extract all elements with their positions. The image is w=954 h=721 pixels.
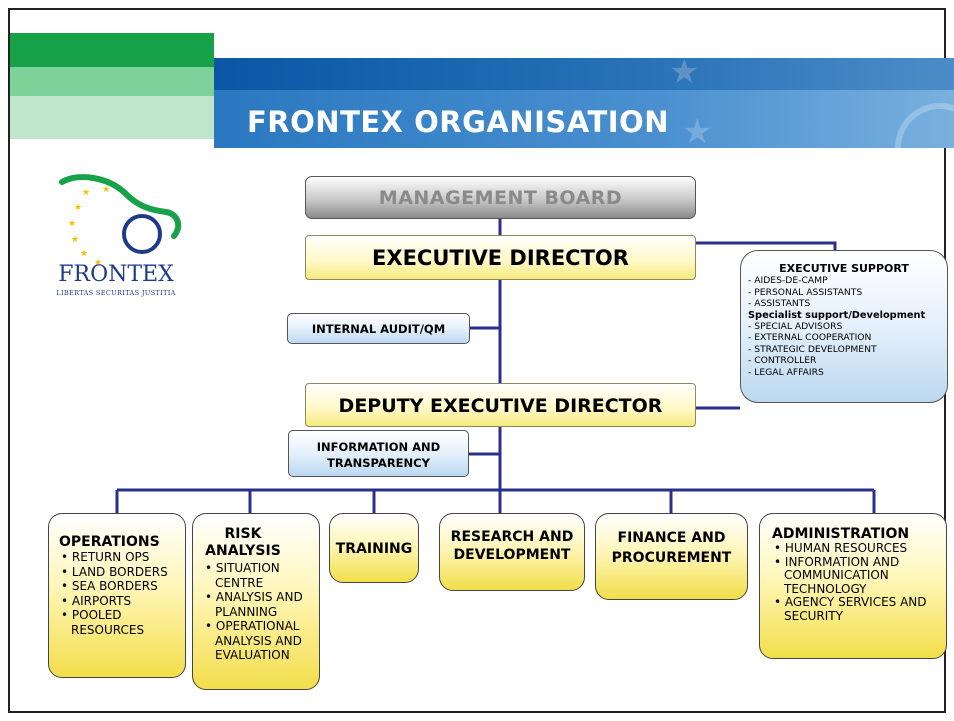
logo-motto: LIBERTAS SECURITAS JUSTITIA <box>56 289 176 297</box>
finance-procurement-unit-box: FINANCE AND PROCUREMENT <box>595 513 748 600</box>
svg-text:★: ★ <box>71 235 79 245</box>
management-board-box: MANAGEMENT BOARD <box>305 176 696 219</box>
support-item: - SPECIAL ADVISORS <box>748 321 843 333</box>
star-icon: ★ <box>682 112 713 152</box>
unit-item: • AIRPORTS <box>61 593 132 608</box>
unit-title: RESEARCH AND DEVELOPMENT <box>450 529 574 563</box>
administration-unit-box: ADMINISTRATION • HUMAN RESOURCES • INFOR… <box>759 513 947 659</box>
logo-wordmark: FRONTEX <box>58 262 174 287</box>
unit-item: • LAND BORDERS <box>61 564 168 579</box>
page-title: FRONTEX ORGANISATION <box>214 90 954 148</box>
unit-item: • RETURN OPS <box>61 550 150 564</box>
unit-item: • HUMAN RESOURCES <box>774 541 908 555</box>
research-development-unit-box: RESEARCH AND DEVELOPMENT <box>439 513 585 591</box>
svg-text:★: ★ <box>82 188 90 198</box>
unit-item: • SITUATION CENTRE <box>205 561 280 590</box>
support-item: - ASSISTANTS <box>748 298 811 310</box>
unit-title: FINANCE AND PROCUREMENT <box>611 530 732 566</box>
svg-text:★: ★ <box>68 219 76 229</box>
unit-item: • POOLED RESOURCES <box>61 608 145 637</box>
unit-item: • OPERATIONAL ANALYSIS AND EVALUATION <box>205 619 302 662</box>
deputy-executive-director-box: DEPUTY EXECUTIVE DIRECTOR <box>305 383 696 427</box>
header-green-band-bottom <box>10 96 214 139</box>
unit-title: OPERATIONS <box>59 534 160 550</box>
unit-item: • AGENCY SERVICES AND SECURITY <box>774 595 927 623</box>
operations-unit-box: OPERATIONS • RETURN OPS • LAND BORDERS •… <box>48 513 186 678</box>
header-green-band-middle <box>10 67 214 96</box>
unit-title: TRAINING <box>335 541 413 557</box>
internal-audit-box: INTERNAL AUDIT/QM <box>287 313 470 344</box>
support-item: - EXTERNAL COOPERATION <box>748 332 872 344</box>
executive-director-box: EXECUTIVE DIRECTOR <box>305 235 696 280</box>
executive-support-title: EXECUTIVE SUPPORT <box>779 262 909 275</box>
support-item: - LEGAL AFFAIRS <box>748 366 824 378</box>
unit-item: • SEA BORDERS <box>61 579 158 593</box>
specialist-support-title: Specialist support/Development <box>748 309 926 321</box>
decorative-arc-icon <box>895 103 954 158</box>
svg-text:★: ★ <box>102 185 110 195</box>
svg-text:★: ★ <box>74 203 82 213</box>
support-item: - CONTROLLER <box>748 355 817 367</box>
info-line-2: TRANSPARENCY <box>327 456 430 470</box>
unit-item: • INFORMATION AND COMMUNICATION TECHNOLO… <box>774 554 900 596</box>
unit-item: • ANALYSIS AND PLANNING <box>205 590 303 619</box>
information-transparency-box: INFORMATION AND TRANSPARENCY <box>288 430 469 477</box>
header-green-band-top <box>10 33 214 67</box>
frontex-logo-icon: ★★★ ★★★ ★ <box>59 174 182 268</box>
training-unit-box: TRAINING <box>329 513 419 583</box>
risk-analysis-unit-box: RISK ANALYSIS • SITUATION CENTRE • ANALY… <box>192 513 320 690</box>
support-item: - STRATEGIC DEVELOPMENT <box>748 343 877 355</box>
unit-title: ADMINISTRATION <box>772 526 910 542</box>
header-blue-band: ★ <box>214 52 954 92</box>
svg-text:★: ★ <box>94 258 102 268</box>
support-item: - AIDES-DE-CAMP <box>748 275 828 287</box>
star-icon: ★ <box>669 52 700 92</box>
executive-support-box: EXECUTIVE SUPPORT - AIDES-DE-CAMP - PERS… <box>740 250 948 403</box>
info-line-1: INFORMATION AND <box>316 440 441 454</box>
support-item: - PERSONAL ASSISTANTS <box>748 286 863 298</box>
unit-title: RISK ANALYSIS <box>205 526 281 559</box>
svg-text:★: ★ <box>80 249 88 259</box>
